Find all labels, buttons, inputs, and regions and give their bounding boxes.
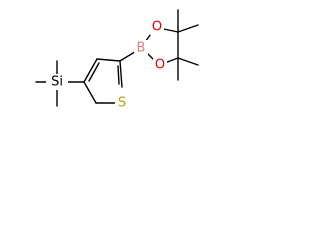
bond-c5-c4 <box>83 81 97 104</box>
atom-oxygen-bottom: O <box>153 57 167 73</box>
bond-methyl-top-right <box>177 24 199 33</box>
atom-silicon: Si <box>46 74 68 90</box>
atom-boron: B <box>134 40 148 56</box>
bond-c4-c3-inner <box>88 62 100 82</box>
oxygen-top-label: O <box>152 20 162 35</box>
boron-label: B <box>137 41 146 56</box>
sulfur-label: S <box>118 96 126 111</box>
bond-c3-c2 <box>96 58 121 62</box>
bond-c4-c3 <box>83 58 98 83</box>
silicon-label: Si <box>51 75 63 90</box>
atom-oxygen-top: O <box>150 19 164 35</box>
bond-methyl-bottom-right <box>177 57 199 66</box>
bond-c2-s-inner <box>117 65 120 85</box>
atom-sulfur: S <box>115 95 129 111</box>
oxygen-bottom-label: O <box>155 58 165 73</box>
bond-c2-s <box>119 60 123 88</box>
structure-canvas: Si S B O O <box>0 0 217 146</box>
chemical-structure-diagram: Si S B O O <box>35 9 199 111</box>
